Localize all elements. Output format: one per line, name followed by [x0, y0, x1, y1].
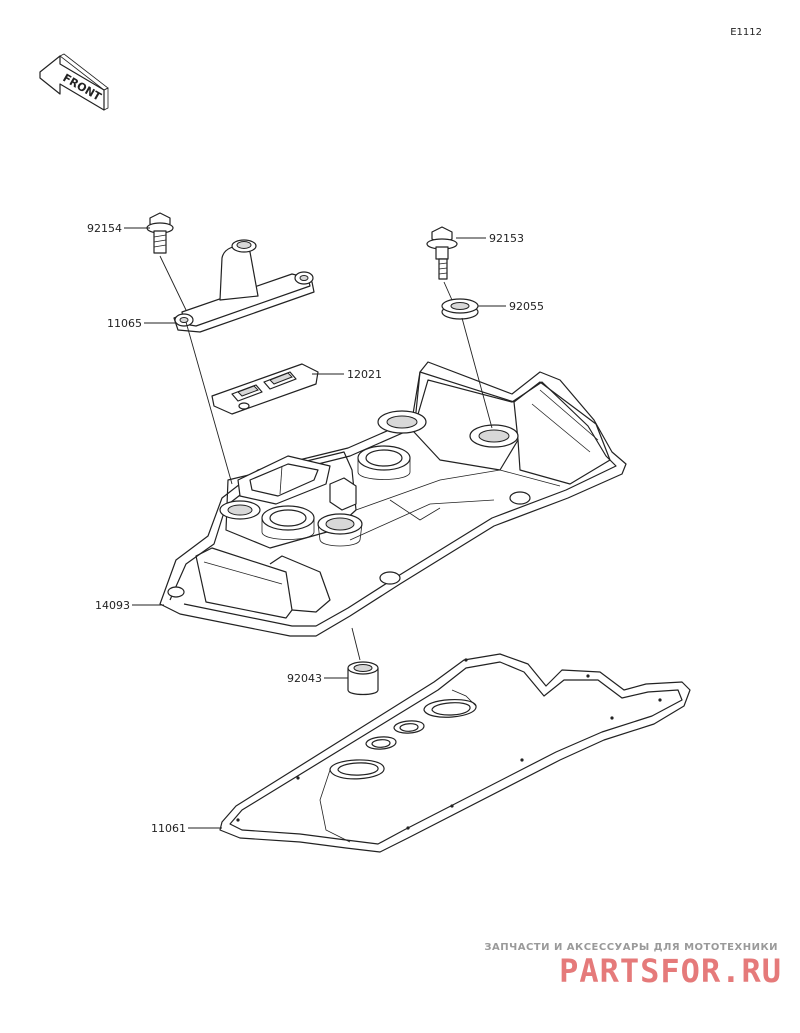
breather-cover-icon — [173, 239, 315, 333]
reed-valve-plate-icon — [211, 363, 319, 415]
grommet-icon — [441, 298, 479, 320]
dowel-pin-icon — [347, 661, 379, 696]
callout-11061: 11061 — [151, 822, 186, 835]
callout-14093: 14093 — [95, 599, 130, 612]
sheet-code: E1112 — [730, 27, 762, 38]
callout-92055: 92055 — [509, 300, 544, 313]
plug-hole-front-left — [219, 500, 261, 520]
watermark-tagline: ЗАПЧАСТИ И АКСЕССУАРЫ ДЛЯ МОТОТЕХНИКИ — [484, 942, 778, 953]
cylinder-head-cover-icon — [159, 361, 627, 637]
plug-hole-front-center — [261, 505, 315, 540]
plug-hole-rear-left — [377, 410, 427, 434]
front-arrow-icon: FRONT — [39, 53, 109, 111]
plug-hole-rear-right — [469, 424, 519, 448]
callout-92043: 92043 — [287, 672, 322, 685]
shoulder-bolt-icon — [426, 226, 458, 280]
flange-bolt-icon — [146, 212, 174, 254]
plug-hole-front-right — [317, 513, 363, 547]
leader-lines — [124, 227, 506, 829]
plug-hole-center — [357, 445, 411, 480]
callout-92153: 92153 — [489, 232, 524, 245]
head-cover-gasket-icon — [219, 653, 691, 853]
callout-12021: 12021 — [347, 368, 382, 381]
callout-92154: 92154 — [87, 222, 122, 235]
watermark-logo: ЗАПЧАСТИ И АКСЕССУАРЫ ДЛЯ МОТОТЕХНИКИ PA… — [484, 942, 782, 990]
callout-11065: 11065 — [107, 317, 142, 330]
watermark-logo-text: PARTSFOR.RU — [559, 952, 782, 990]
